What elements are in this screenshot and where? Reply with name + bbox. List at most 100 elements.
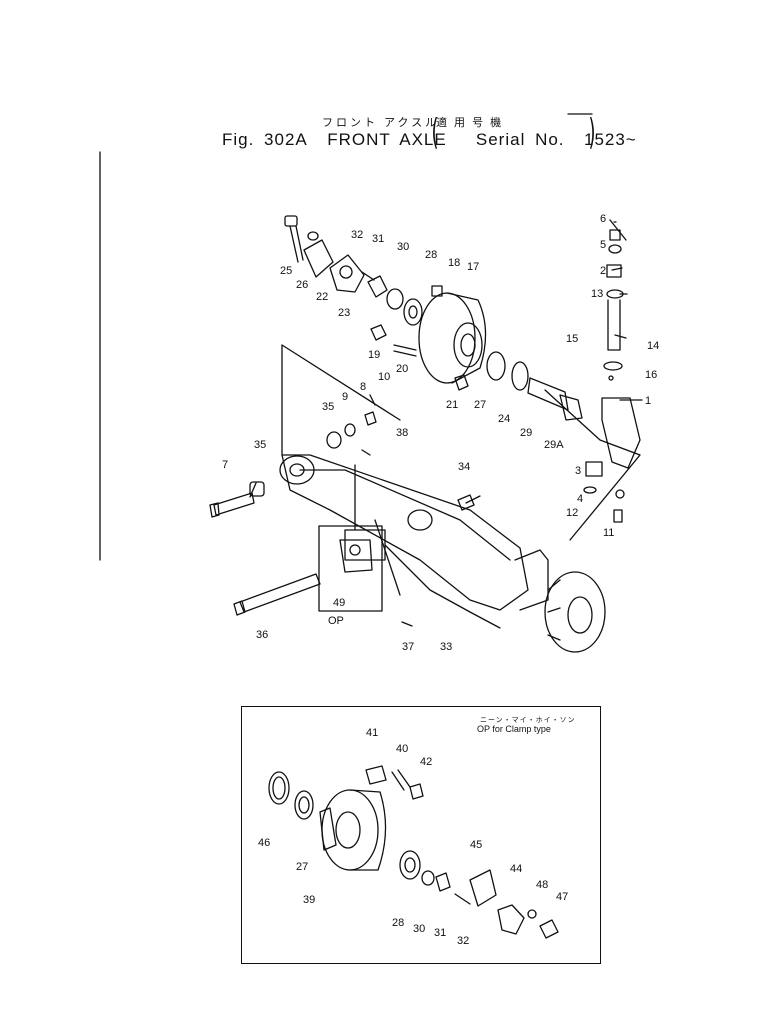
- ball-16-icon: [608, 375, 614, 381]
- callout-17: 17: [467, 261, 480, 273]
- close-brace: ): [588, 112, 596, 153]
- hub-39-icon: [319, 789, 387, 871]
- callout-29A: 29A: [544, 439, 564, 451]
- cover-23-icon: [329, 254, 365, 293]
- hub-17-icon: [418, 292, 487, 384]
- callout-30: 30: [397, 241, 410, 253]
- inset-title: OP for Clamp type: [477, 724, 551, 734]
- grease-fitting-6-icon: [609, 221, 621, 241]
- seal-27-icon: [486, 351, 506, 381]
- callout-27: 27: [474, 399, 487, 411]
- inset-callout-39: 39: [303, 894, 316, 906]
- stud-40-icon: [391, 769, 411, 791]
- callout-18: 18: [448, 257, 461, 269]
- inset-callout-45: 45: [470, 839, 483, 851]
- bushing-2-icon: [606, 264, 622, 278]
- stud-20-icon: [393, 344, 417, 357]
- callout-22: 22: [316, 291, 329, 303]
- op-box: [318, 525, 383, 612]
- callout-35-lower: 35: [254, 439, 267, 451]
- callout-33: 33: [440, 641, 453, 653]
- inset-japanese: ニーン・マイ・ホイ・ソン: [480, 717, 576, 724]
- callout-21: 21: [446, 399, 459, 411]
- inset-callout-40: 40: [396, 743, 409, 755]
- inset-callout-27: 27: [296, 861, 309, 873]
- callout-4: 4: [577, 493, 584, 505]
- cap-44-icon: [497, 904, 525, 935]
- knuckle-1-icon: [601, 397, 641, 469]
- pin-7-icon: [209, 492, 255, 518]
- pin-32-inset-icon: [454, 893, 471, 905]
- nut-31-inset-icon: [435, 872, 451, 892]
- callout-37: 37: [402, 641, 415, 653]
- washer-30-inset-icon: [421, 870, 435, 886]
- callout-31: 31: [372, 233, 385, 245]
- serial-label: Serial No.: [475, 130, 565, 149]
- washer-9-icon: [344, 423, 356, 437]
- seal-27-inset-icon: [294, 790, 314, 820]
- callout-23: 23: [338, 307, 351, 319]
- serial-range: 1523~: [583, 130, 637, 149]
- axle-beam-33-icon: [279, 454, 606, 653]
- cover-45-icon: [469, 869, 497, 907]
- inset-box: [241, 706, 601, 964]
- washer-48-icon: [527, 909, 537, 919]
- grease-38-icon: [361, 449, 371, 456]
- plate-41-icon: [365, 765, 387, 785]
- gasket-22-icon: [303, 239, 334, 278]
- callout-9: 9: [342, 391, 349, 403]
- callout-2: 2: [600, 265, 607, 277]
- king-pin-15-icon: [607, 299, 621, 351]
- nut-42-icon: [409, 783, 424, 800]
- callout-36: 36: [256, 629, 269, 641]
- callout-3: 3: [575, 465, 582, 477]
- callout-8: 8: [360, 381, 367, 393]
- callout-14: 14: [647, 340, 660, 352]
- inset-callout-28: 28: [392, 917, 405, 929]
- washer-14-icon: [603, 361, 623, 371]
- spindle-29-icon: [527, 377, 583, 421]
- inset-callout-32: 32: [457, 935, 470, 947]
- callout-10: 10: [378, 371, 391, 383]
- plug-12-icon: [615, 489, 625, 499]
- title-japanese-applicability: 適 用 号 機: [436, 117, 504, 129]
- callout-1: 1: [645, 395, 652, 407]
- callout-35-upper: 35: [322, 401, 335, 413]
- callout-6: 6: [600, 213, 607, 225]
- callout-24: 24: [498, 413, 511, 425]
- callout-29: 29: [520, 427, 533, 439]
- nut-19-icon: [370, 324, 387, 341]
- pin-37-icon: [401, 621, 413, 627]
- assembly-name: FRONT AXLE: [327, 130, 447, 149]
- bolt-11-icon: [613, 509, 623, 523]
- clamp-49-icon: [339, 539, 373, 573]
- callout-15: 15: [566, 333, 579, 345]
- bushing-35-icon: [249, 481, 265, 497]
- inset-callout-46: 46: [258, 837, 271, 849]
- callout-25: 25: [280, 265, 293, 277]
- callout-13: 13: [591, 288, 604, 300]
- washer-26-icon: [307, 231, 319, 241]
- bracket-icon: [344, 529, 386, 561]
- callout-20: 20: [396, 363, 409, 375]
- inset-callout-42: 42: [420, 756, 433, 768]
- nut-8-icon: [364, 411, 377, 426]
- bushing-3-icon: [585, 461, 603, 477]
- bushing-35b-icon: [326, 431, 342, 449]
- callout-28: 28: [425, 249, 438, 261]
- nut-31-icon: [367, 275, 388, 298]
- callout-49: 49: [333, 597, 346, 609]
- washer-30-icon: [386, 288, 404, 310]
- callout-26: 26: [296, 279, 309, 291]
- seal-46-icon: [268, 771, 290, 805]
- inset-callout-31: 31: [434, 927, 447, 939]
- callout-7: 7: [222, 459, 229, 471]
- open-brace: (: [431, 112, 439, 153]
- op-label: OP: [328, 615, 344, 627]
- title-japanese: フロント アクスル: [322, 117, 440, 129]
- callout-12: 12: [566, 507, 579, 519]
- bearing-28-inset-icon: [399, 850, 421, 880]
- callout-34: 34: [458, 461, 471, 473]
- page-title: Fig. 302A FRONT AXLE Serial No. 1523~: [222, 130, 637, 150]
